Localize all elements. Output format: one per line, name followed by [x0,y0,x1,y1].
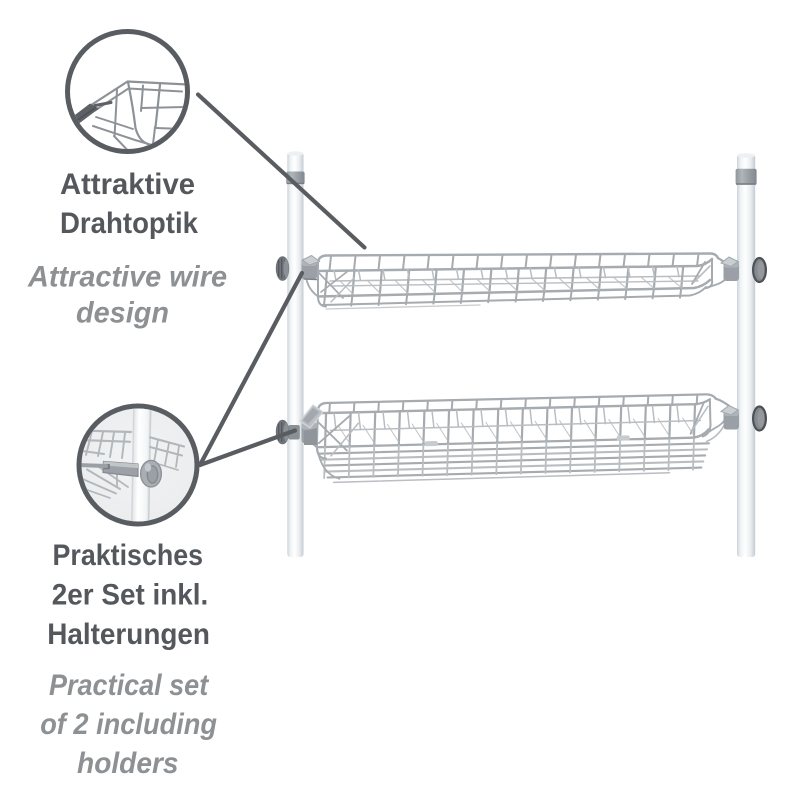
svg-text:holders: holders [77,747,179,780]
svg-text:2er Set inkl.: 2er Set inkl. [52,579,208,612]
svg-text:Halterungen: Halterungen [47,618,210,651]
svg-text:Practical set: Practical set [49,669,210,702]
svg-text:Praktisches: Praktisches [53,539,204,572]
svg-text:of 2 including: of 2 including [40,708,217,741]
svg-text:Drahtoptik: Drahtoptik [60,207,198,240]
svg-text:Attraktive: Attraktive [60,168,195,201]
svg-text:design: design [76,297,169,330]
svg-text:Attractive wire: Attractive wire [27,261,227,294]
